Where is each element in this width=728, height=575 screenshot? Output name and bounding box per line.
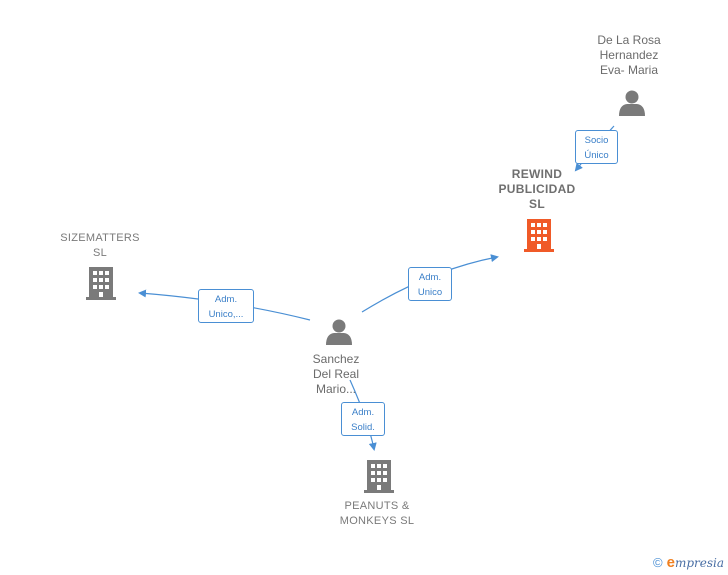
brand-logo: empresia	[666, 554, 724, 571]
copyright-icon: ©	[653, 555, 663, 570]
person-icon-sanchez[interactable]	[326, 319, 352, 346]
building-icon-rewind[interactable]	[524, 219, 554, 252]
node-label-rewind[interactable]: REWIND PUBLICIDAD SL	[498, 167, 576, 211]
node-label-sanchez[interactable]: Sanchez Del Real Mario...	[312, 352, 360, 396]
node-label-peanuts[interactable]: PEANUTS & MONKEYS SL	[339, 500, 415, 527]
person-icon-de-la-rosa[interactable]	[619, 90, 645, 117]
footer-brand: © empresia	[653, 554, 724, 571]
edge-label-adm-solid[interactable]: Adm. Solid.	[341, 402, 385, 436]
node-label-sizematters[interactable]: SIZEMATTERS SL	[60, 232, 140, 259]
building-icon-sizematters[interactable]	[86, 267, 116, 300]
edge-label-socio-unico[interactable]: Socio Único	[575, 130, 618, 164]
building-icon-peanuts[interactable]	[364, 460, 394, 493]
edge-label-adm-unico-rewind[interactable]: Adm. Unico	[408, 267, 452, 301]
edge-label-adm-unico-sizematters[interactable]: Adm. Unico,...	[198, 289, 254, 323]
node-label-de-la-rosa[interactable]: De La Rosa Hernandez Eva- Maria	[597, 33, 661, 77]
